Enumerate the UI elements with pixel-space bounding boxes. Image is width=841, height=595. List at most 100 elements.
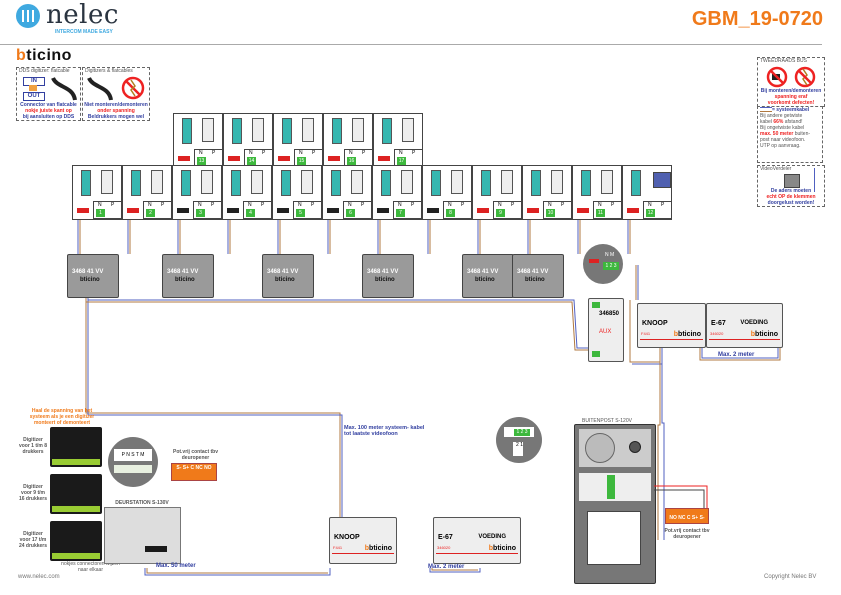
digitizer-module [50, 427, 102, 467]
digitizer-label: Digitizer voor 17 t/m 24 drukkers [18, 531, 48, 549]
termination-switch[interactable] [177, 208, 189, 213]
termination-switch[interactable] [178, 156, 190, 161]
address-number: 10 [546, 209, 555, 217]
power-supply-top: E-67 VOEDING 346020 bbticino [706, 303, 783, 348]
system-cable [87, 290, 343, 520]
relay-wires [654, 485, 708, 508]
termination-switch[interactable] [277, 208, 289, 213]
address-number: 4 [246, 209, 255, 217]
address-number: 13 [197, 157, 206, 165]
address-number: 7 [396, 209, 405, 217]
note-two-wire-bus: TWEEDRAADS BUS Bij monteren/demonteren s… [757, 57, 825, 107]
relay-module: NO NC C S+ S- [665, 508, 709, 524]
door-station-detail-zoom: P N S T M [108, 437, 158, 487]
cable-length-note: Max. 50 meter [156, 563, 196, 569]
termination-switch[interactable] [227, 208, 239, 213]
website[interactable]: www.nelec.com [18, 574, 60, 580]
terminal-block-icon [431, 170, 441, 196]
copyright: Copyright Nelec BV [764, 574, 817, 580]
termination-switch[interactable] [278, 156, 290, 161]
terminal-block-icon [281, 170, 291, 196]
terminal-block-icon [381, 170, 391, 196]
termination-switch[interactable] [327, 208, 339, 213]
digitizer-module [50, 521, 102, 561]
knoop-bottom: KNOOP F441 bbticino [329, 517, 397, 564]
termination-switch[interactable] [377, 208, 389, 213]
interface-detail-zoom: N M 1 2 3 [583, 244, 623, 284]
handset-icon [551, 170, 563, 194]
speaker-icon [585, 433, 615, 463]
handset-icon [501, 170, 513, 194]
door-station-label: DEURSTATION S-130V [115, 500, 169, 506]
terminal-block-icon [182, 118, 192, 144]
digitizer-module [50, 474, 102, 514]
main-cable-note: Max. 100 meter systeem- kabel tot laatst… [344, 425, 425, 437]
address-number: 8 [446, 209, 455, 217]
handset-icon [101, 170, 113, 194]
termination-switch[interactable] [527, 208, 539, 213]
termination-switch[interactable] [127, 208, 139, 213]
note-video-splitter: VideoVerdeler De aders moeten echt OP de… [757, 165, 825, 207]
interface-346850: 346850 AUX [588, 298, 624, 362]
camera-icon [629, 441, 641, 453]
handset-icon [151, 170, 163, 194]
terminal-block-icon [232, 118, 242, 144]
door-station-s130v [104, 507, 181, 564]
no-cable-icon [794, 66, 816, 88]
termination-switch[interactable] [477, 208, 489, 213]
terminal-block [607, 475, 615, 499]
terminal-block-icon [331, 170, 341, 196]
termination-switch[interactable] [328, 156, 340, 161]
terminal-block-icon [81, 170, 91, 196]
button-panel-slot [587, 511, 641, 565]
note-system-cable: = systeemkabel Bij andere getwiste kabel… [757, 106, 823, 163]
flatcable-icon [51, 76, 77, 101]
termination-switch[interactable] [627, 208, 639, 213]
address-number: 9 [496, 209, 505, 217]
termination-switch[interactable] [577, 208, 589, 213]
splitter-icon [784, 174, 800, 188]
handset-icon [201, 170, 213, 194]
relay-title: Pot.vrij contact tbv deuropener [664, 528, 710, 540]
note-dds-flatcable: DDS digitizer: flatcable IN OUT Connecto… [16, 67, 81, 121]
nelec-logo-icon [16, 4, 40, 28]
address-number: 1 [96, 209, 105, 217]
button-terminals [52, 553, 100, 559]
no-power-icon [121, 76, 145, 100]
address-number: 16 [347, 157, 356, 165]
relay-title: Pot.vrij contact tbv deuropener [172, 449, 218, 461]
address-number: 11 [596, 209, 605, 217]
terminal-block-icon [282, 118, 292, 144]
termination-switch[interactable] [77, 208, 89, 213]
terminal-block-icon [181, 170, 191, 196]
button-terminals [52, 459, 100, 465]
termination-switch[interactable] [228, 156, 240, 161]
document-number: GBM_19-0720 [691, 8, 823, 30]
handset-icon [351, 170, 363, 194]
terminal-block-icon [382, 118, 392, 144]
handset-icon [401, 170, 413, 194]
termination-switch[interactable] [427, 208, 439, 213]
termination-switch[interactable] [378, 156, 390, 161]
